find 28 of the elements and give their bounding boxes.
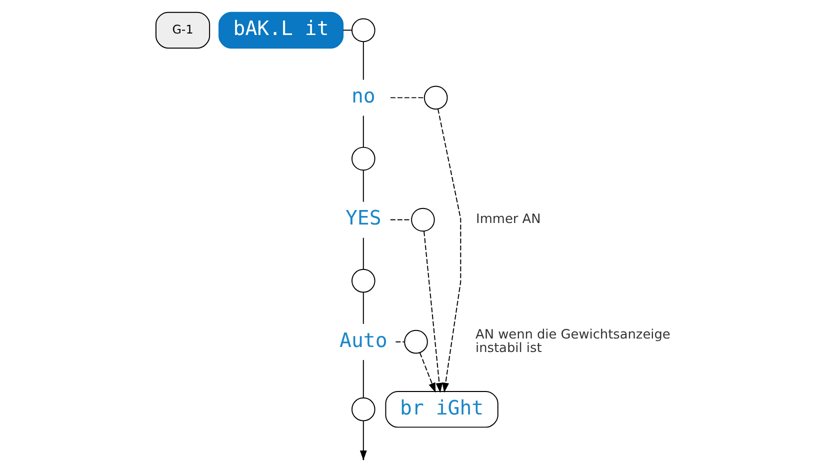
- node-box: G-1: [155, 12, 210, 49]
- node-circle: [404, 330, 428, 354]
- connector: [342, 30, 352, 31]
- node-text: no: [351, 84, 376, 108]
- node-label: AN wenn die Gewichtsanzeige instabil ist: [476, 327, 670, 356]
- connector: [390, 219, 412, 220]
- node-circle: [351, 146, 376, 171]
- arrow: [424, 230, 443, 393]
- connector: [362, 237, 364, 270]
- arrow: [437, 108, 462, 393]
- connector: [362, 170, 364, 202]
- node-box: br iGht: [385, 390, 498, 428]
- connector: [362, 360, 364, 398]
- node-circle: [351, 268, 376, 293]
- connector: [362, 115, 364, 148]
- node-label: Immer AN: [476, 212, 541, 228]
- node-circle: [351, 397, 376, 422]
- arrow: [419, 352, 436, 393]
- connector: [390, 97, 425, 98]
- node-circle: [424, 86, 448, 110]
- node-circle: [411, 208, 435, 232]
- node-text: YES: [345, 206, 382, 230]
- connector: [362, 41, 364, 80]
- node-box: bAK.L it: [218, 12, 344, 49]
- connector: [362, 292, 364, 324]
- connector: [395, 341, 405, 342]
- node-circle: [351, 18, 376, 42]
- node-text: Auto: [340, 328, 388, 352]
